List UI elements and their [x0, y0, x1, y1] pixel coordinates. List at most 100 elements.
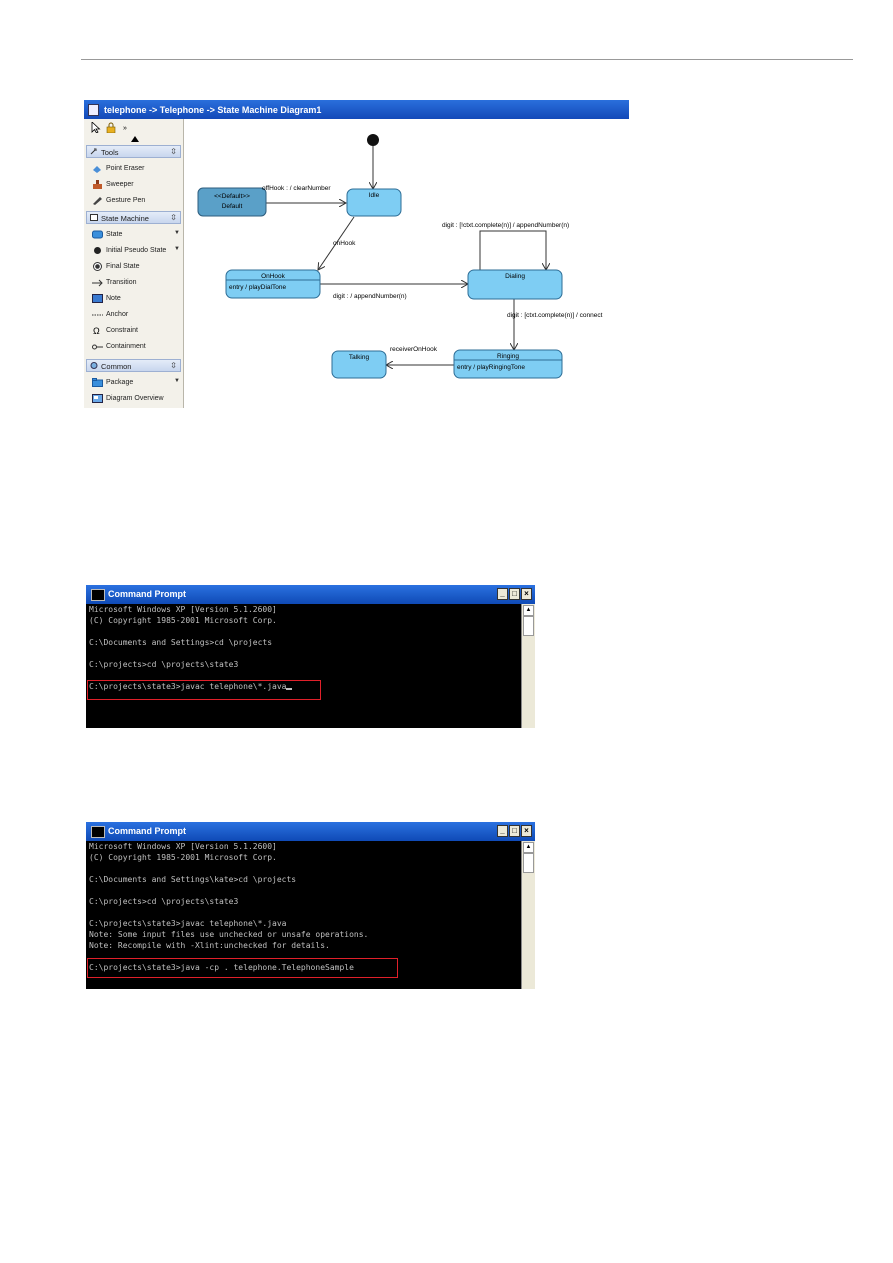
palette-item-transition[interactable]: Transition [90, 276, 180, 290]
initial-pseudo-state[interactable] [367, 134, 379, 146]
palette-section-state-machine[interactable]: State Machine⇳ [86, 211, 181, 224]
palette-item-state[interactable]: State▼ [90, 228, 180, 242]
palette-item-sweeper[interactable]: Sweeper [90, 178, 180, 192]
dropdown-arrow-icon[interactable]: ▼ [174, 230, 180, 236]
page-header-rule [81, 59, 853, 60]
state-ringing-name: Ringing [497, 353, 519, 360]
label-digit-complete: digit : [ctxt.complete(n)] / connect [507, 312, 603, 319]
palette-item-initial-pseudo-state[interactable]: Initial Pseudo State▼ [90, 244, 180, 258]
console-line: (C) Copyright 1985-2001 Microsoft Corp. [89, 616, 277, 625]
diagram-title: telephone -> Telephone -> State Machine … [104, 105, 322, 115]
palette-item-constraint[interactable]: Ω Constraint [93, 326, 138, 335]
state-dialing[interactable]: Dialing [467, 269, 563, 300]
state-idle-name: Idle [369, 192, 380, 199]
diagram-title-bar[interactable]: telephone -> Telephone -> State Machine … [84, 100, 629, 119]
scroll-up-arrow-icon[interactable]: ▲ [523, 605, 534, 616]
pen-icon [93, 197, 102, 205]
state-talking[interactable]: Talking [331, 350, 387, 379]
palette-item-package[interactable]: Package▼ [90, 376, 180, 390]
console-line: C:\projects>cd \projects\state3 [89, 660, 239, 669]
minimize-button[interactable]: _ [497, 825, 508, 837]
section-toggle-icon[interactable]: ⇳ [170, 361, 177, 370]
palette-item-gesture-pen[interactable]: Gesture Pen [90, 194, 180, 208]
palette-toolbar: » [84, 119, 183, 145]
cmd1-console[interactable]: Microsoft Windows XP [Version 5.1.2600] … [89, 604, 519, 692]
state-machine-icon [90, 214, 98, 221]
console-line: C:\projects\state3>javac telephone\*.jav… [89, 919, 287, 928]
final-state-icon [93, 262, 102, 271]
state-default[interactable]: <<Default>> Default [197, 187, 267, 217]
common-icon [90, 362, 98, 369]
svg-text:Ω: Ω [93, 326, 100, 335]
console-line: C:\Documents and Settings>cd \projects [89, 638, 273, 647]
svg-text:»: » [123, 125, 127, 132]
scroll-thumb[interactable] [523, 616, 534, 636]
state-onhook-name: OnHook [261, 273, 286, 280]
palette-item-containment[interactable]: Containment [90, 340, 180, 354]
palette-item-final-state[interactable]: Final State [90, 260, 180, 274]
state-idle[interactable]: Idle [346, 188, 402, 217]
console-icon [91, 589, 105, 601]
console-line [89, 626, 519, 637]
initial-state-icon [94, 247, 101, 254]
state-ringing-action: entry / playRingingTone [457, 364, 525, 371]
state-default-stereotype: <<Default>> [214, 193, 250, 200]
diagram-canvas[interactable]: <<Default>> Default Idle OnHook entry / … [184, 119, 629, 408]
transition-dialing-self[interactable] [479, 230, 546, 271]
label-digit-append: digit : / appendNumber(n) [333, 293, 407, 300]
transition-arrow-icon [92, 279, 103, 287]
transition-idle-to-onhook[interactable] [318, 216, 355, 270]
state-machine-diagram: <<Default>> Default Idle OnHook entry / … [197, 134, 603, 379]
label-offhook: offHook : / clearNumber [262, 185, 331, 192]
highlight-box [87, 958, 398, 978]
lock-icon[interactable] [106, 122, 116, 133]
cmd2-scrollbar[interactable]: ▲ [521, 841, 535, 989]
state-ringing[interactable]: Ringing entry / playRingingTone [453, 349, 563, 379]
dropdown-arrow-icon[interactable]: ▼ [174, 378, 180, 384]
sweeper-icon [93, 180, 102, 189]
console-line [89, 648, 519, 659]
pointer-icon[interactable] [91, 122, 101, 133]
palette-item-point-eraser[interactable]: Point Eraser [90, 162, 180, 176]
cmd2-title-bar[interactable]: Command Prompt _ □ × [86, 822, 535, 841]
maximize-button[interactable]: □ [509, 825, 520, 837]
close-button[interactable]: × [521, 588, 532, 600]
cmd2-console[interactable]: Microsoft Windows XP [Version 5.1.2600] … [89, 841, 519, 973]
palette-section-common[interactable]: Common⇳ [86, 359, 181, 372]
diagram-palette: » Tools⇳ Point Eraser Sweeper Gesture Pe… [84, 119, 184, 408]
state-onhook[interactable]: OnHook entry / playDialTone [225, 269, 321, 299]
wrench-icon [90, 148, 97, 155]
palette-item-anchor[interactable]: Anchor [90, 308, 180, 322]
console-line: C:\projects>cd \projects\state3 [89, 897, 239, 906]
maximize-button[interactable]: □ [509, 588, 520, 600]
more-icon[interactable]: » [122, 122, 132, 133]
package-icon [92, 378, 103, 387]
console-command-text: C:\projects\state3>javac telephone\*.jav… [89, 682, 287, 691]
section-toggle-icon[interactable]: ⇳ [170, 147, 177, 156]
palette-section-tools[interactable]: Tools⇳ [86, 145, 181, 158]
label-digit-not-complete: digit : [!ctxt.complete(n)] / appendNumb… [442, 222, 569, 229]
console-line: Note: Recompile with -Xlint:unchecked fo… [89, 941, 330, 950]
console-line: C:\projects\state3>java -cp . telephone.… [89, 963, 354, 972]
scroll-up-arrow-icon[interactable]: ▲ [523, 842, 534, 853]
diagram-icon [88, 104, 99, 116]
state-default-name: Default [222, 203, 243, 210]
dropdown-arrow-icon[interactable]: ▼ [174, 246, 180, 252]
palette-item-diagram-overview[interactable]: Diagram Overview [90, 392, 180, 406]
palette-item-note[interactable]: Note [90, 292, 180, 306]
scroll-thumb[interactable] [523, 853, 534, 873]
eraser-icon [93, 166, 101, 173]
section-toggle-icon[interactable]: ⇳ [170, 213, 177, 222]
console-icon [91, 826, 105, 838]
console-line: C:\Documents and Settings\kate>cd \proje… [89, 875, 297, 884]
cmd1-title: Command Prompt [108, 589, 187, 599]
cmd1-title-bar[interactable]: Command Prompt _ □ × [86, 585, 535, 604]
cmd1-scrollbar[interactable]: ▲ [521, 604, 535, 728]
diagram-overview-icon [92, 394, 103, 403]
anchor-line-icon [92, 314, 103, 316]
constraint-icon: Ω [93, 326, 100, 335]
collapse-triangle-icon[interactable] [130, 134, 140, 145]
text-cursor [286, 688, 293, 690]
minimize-button[interactable]: _ [497, 588, 508, 600]
close-button[interactable]: × [521, 825, 532, 837]
